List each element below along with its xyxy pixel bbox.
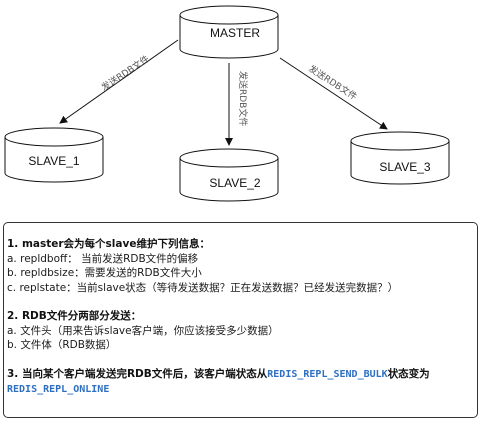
edge-label-slave-3: 发送RDB文件 <box>306 62 359 102</box>
info-panel: 1. master会为每个slave维护下列信息： a. repldboff： … <box>3 222 478 418</box>
section-1-item-c: c. replstate：当前slave状态（等待发送数据？正在发送数据？已经发… <box>7 281 399 294</box>
slave-1-label: SLAVE_1 <box>28 154 79 168</box>
section-slave-info: 1. master会为每个slave维护下列信息： a. repldboff： … <box>7 237 471 295</box>
arrow-to-slave-1 <box>59 39 179 124</box>
section-1-item-b: b. repldbsize：需要发送的RDB文件大小 <box>7 267 202 279</box>
section-3-prefix: 3. 当向某个客户端发送完RDB文件后，该客户端状态从 <box>7 367 268 380</box>
section-state-change: 3. 当向某个客户端发送完RDB文件后，该客户端状态从REDIS_REPL_SE… <box>7 367 471 398</box>
slave-3-label: SLAVE_3 <box>379 160 430 174</box>
section-2-title: 2. RDB文件分两部分发送： <box>7 310 142 322</box>
slave-2-node: SLAVE_2 <box>179 148 279 202</box>
edge-label-slave-2: 发送RDB文件 <box>237 71 249 126</box>
section-2-item-a: a. 文件头（用来告诉slave客户端，你应该接受多少数据） <box>7 324 279 337</box>
edge-label-slave-1: 发送RDB文件 <box>99 53 152 94</box>
arrow-to-slave-3 <box>279 57 388 130</box>
section-1-item-a: a. repldboff： 当前发送RDB文件的偏移 <box>7 252 199 265</box>
slave-3-node: SLAVE_3 <box>350 131 450 185</box>
master-label: MASTER <box>210 26 260 40</box>
slave-1-node: SLAVE_1 <box>4 127 104 183</box>
replication-diagram: MASTER SLAVE_1 SLAVE_2 SLAVE_3 发送RDB文件 发… <box>4 5 450 202</box>
state-send-bulk: REDIS_REPL_SEND_BULK <box>267 368 388 380</box>
state-online: REDIS_REPL_ONLINE <box>7 384 110 395</box>
section-1-title: 1. master会为每个slave维护下列信息： <box>7 238 210 250</box>
section-rdb-parts: 2. RDB文件分两部分发送： a. 文件头（用来告诉slave客户端，你应该接… <box>7 309 471 353</box>
section-2-item-b: b. 文件体（RDB数据） <box>7 339 117 351</box>
section-3-middle: 状态变为 <box>387 367 430 380</box>
slave-2-label: SLAVE_2 <box>209 176 260 190</box>
master-node: MASTER <box>179 5 279 59</box>
